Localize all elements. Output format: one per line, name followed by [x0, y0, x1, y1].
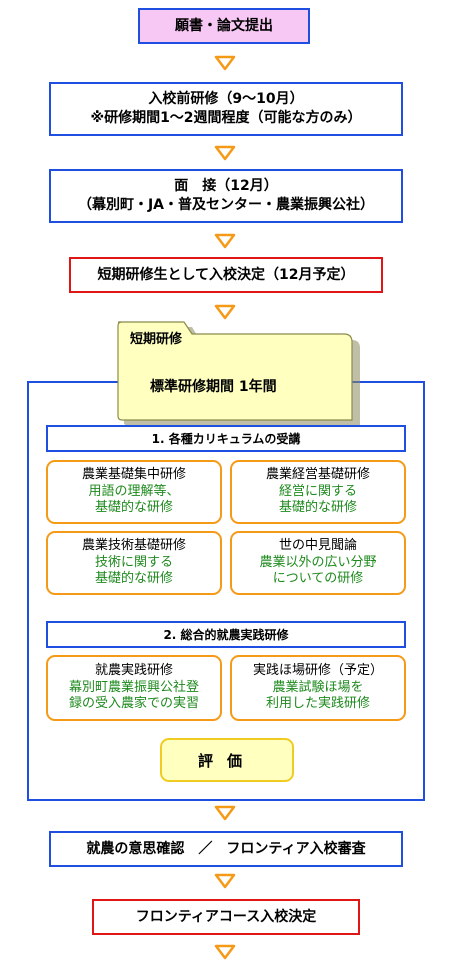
down-arrow-icon — [214, 304, 236, 320]
course-card: 農業経営基礎研修 経営に関する 基礎的な研修 — [230, 460, 406, 524]
down-arrow-icon — [214, 145, 236, 161]
folder-shape — [117, 321, 360, 428]
admission-label: 短期研修生として入校決定（12月予定） — [97, 266, 355, 283]
course-description: 農業試験ほ場を — [272, 679, 364, 695]
course-description: 農業以外の広い分野 — [259, 554, 377, 570]
course-card: 世の中見聞論 農業以外の広い分野 についての研修 — [230, 531, 406, 595]
intention-confirmation-label: 就農の意思確認 ／ フロンティア入校審査 — [86, 840, 366, 857]
course-description: 録の受入農家での実習 — [68, 696, 199, 712]
down-arrow-icon — [214, 944, 236, 960]
interview-organizations: （幕別町・JA・普及センター・農業振興公社） — [77, 197, 375, 213]
course-title: 農業基礎集中研修 — [81, 466, 186, 482]
pre-training-period: 入校前研修（9～10月） — [148, 91, 304, 108]
course-title: 農業技術基礎研修 — [81, 537, 186, 553]
down-arrow-icon — [214, 873, 236, 889]
course-description: 用語の理解等、 — [88, 483, 180, 499]
pre-training-note: ※研修期間1～2週間程度（可能な方のみ） — [90, 110, 362, 126]
course-card: 就農実践研修 幕別町農業振興公社登 録の受入農家での実習 — [46, 655, 222, 721]
interview-date: 面 接（12月） — [174, 178, 278, 195]
down-arrow-icon — [214, 805, 236, 821]
step-pre-enrollment-training: 入校前研修（9～10月） ※研修期間1～2週間程度（可能な方のみ） — [49, 82, 403, 136]
course-description: 基礎的な研修 — [94, 500, 173, 516]
course-title: 農業経営基礎研修 — [265, 466, 370, 482]
step-frontier-course-admission: フロンティアコース入校決定 — [92, 899, 360, 935]
down-arrow-icon — [214, 55, 236, 71]
evaluation-label: 評価 — [197, 751, 256, 770]
curriculum-section-title: 1. 各種カリキュラムの受講 — [46, 425, 406, 452]
step-interview: 面 接（12月） （幕別町・JA・普及センター・農業振興公社） — [49, 169, 403, 223]
course-description: 基礎的な研修 — [278, 500, 357, 516]
course-card: 実践ほ場研修（予定） 農業試験ほ場を 利用した実践研修 — [230, 655, 406, 721]
step-application-label: 願書・論文提出 — [175, 17, 273, 34]
practice-section-title: 2. 総合的就農実践研修 — [46, 621, 406, 648]
practice-section-label: 2. 総合的就農実践研修 — [163, 628, 289, 642]
course-description: 利用した実践研修 — [265, 696, 370, 712]
course-description: 経営に関する — [278, 483, 357, 499]
course-description: 技術に関する — [94, 554, 173, 570]
course-title: 世の中見聞論 — [278, 537, 357, 553]
course-card: 農業基礎集中研修 用語の理解等、 基礎的な研修 — [46, 460, 222, 524]
down-arrow-icon — [214, 233, 236, 249]
training-period-label: 標準研修期間 1年間 — [150, 379, 277, 395]
course-description: 幕別町農業振興公社登 — [68, 679, 199, 695]
course-card: 農業技術基礎研修 技術に関する 基礎的な研修 — [46, 531, 222, 595]
course-description: についての研修 — [272, 571, 364, 587]
curriculum-section-label: 1. 各種カリキュラムの受講 — [151, 432, 301, 446]
frontier-admission-label: フロンティアコース入校決定 — [135, 908, 317, 925]
folder-tab-label: 短期研修 — [130, 332, 183, 347]
evaluation-box: 評価 — [160, 738, 294, 782]
step-short-training-admission: 短期研修生として入校決定（12月予定） — [69, 257, 383, 293]
course-title: 実践ほ場研修（予定） — [252, 662, 383, 678]
course-description: 基礎的な研修 — [94, 571, 173, 587]
step-intention-confirmation: 就農の意思確認 ／ フロンティア入校審査 — [49, 831, 403, 867]
step-application-submission: 願書・論文提出 — [138, 8, 310, 44]
course-title: 就農実践研修 — [94, 662, 173, 678]
